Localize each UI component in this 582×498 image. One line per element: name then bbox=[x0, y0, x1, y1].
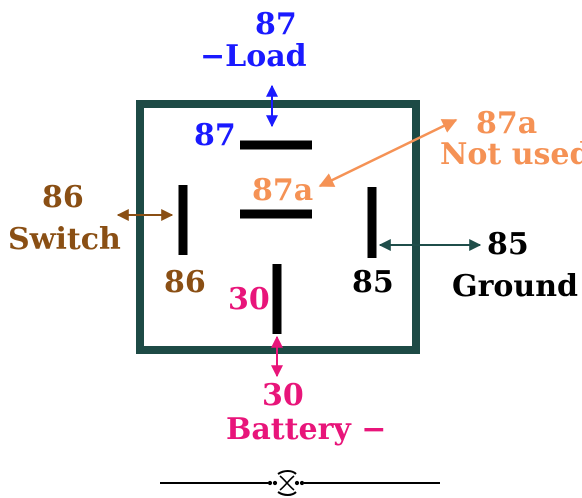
terminal-85-description: Ground bbox=[452, 269, 579, 304]
terminal-86-description: Switch bbox=[8, 222, 121, 257]
arrow-87a bbox=[318, 118, 458, 188]
terminal-85-number: 85 bbox=[487, 227, 529, 262]
terminal-87-description: −Load bbox=[200, 39, 307, 74]
pin-85-label: 85 bbox=[352, 265, 394, 300]
pin-87a-label: 87a bbox=[252, 173, 314, 208]
pin-86-label: 86 bbox=[164, 265, 206, 300]
terminal-86-number: 86 bbox=[42, 180, 84, 215]
terminal-30-number: 30 bbox=[262, 378, 304, 413]
flourish-divider bbox=[160, 470, 440, 496]
pin-87-label: 87 bbox=[194, 118, 236, 153]
terminal-87-number: 87 bbox=[255, 7, 297, 42]
terminal-87a-number: 87a bbox=[476, 106, 538, 141]
terminal-30-description: Battery − bbox=[226, 412, 387, 447]
terminal-87a-description: Not used bbox=[440, 137, 582, 172]
pin-30-label: 30 bbox=[228, 282, 270, 317]
